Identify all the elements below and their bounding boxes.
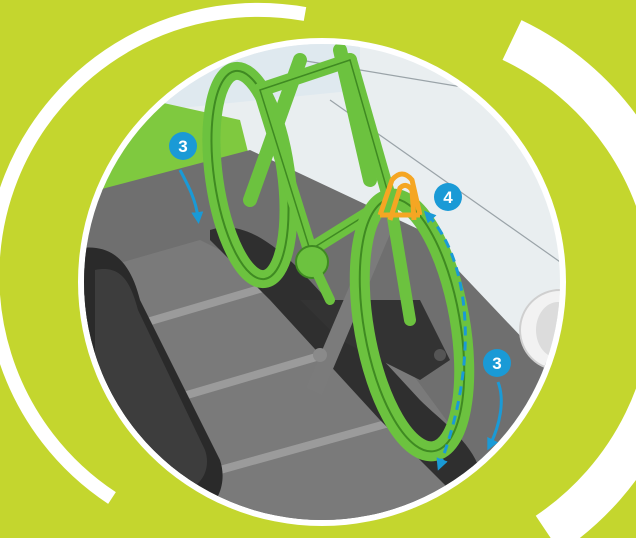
- mount-bolt: [434, 349, 446, 361]
- arm-pivot: [313, 348, 327, 362]
- step-badge-left: 3: [169, 132, 197, 160]
- step-badge-right-label: 3: [492, 354, 501, 373]
- step-badge-right: 3: [483, 349, 511, 377]
- step-badge-left-label: 3: [178, 137, 187, 156]
- step-badge-clamp-label: 4: [443, 188, 453, 207]
- step-badge-clamp: 4: [434, 183, 462, 211]
